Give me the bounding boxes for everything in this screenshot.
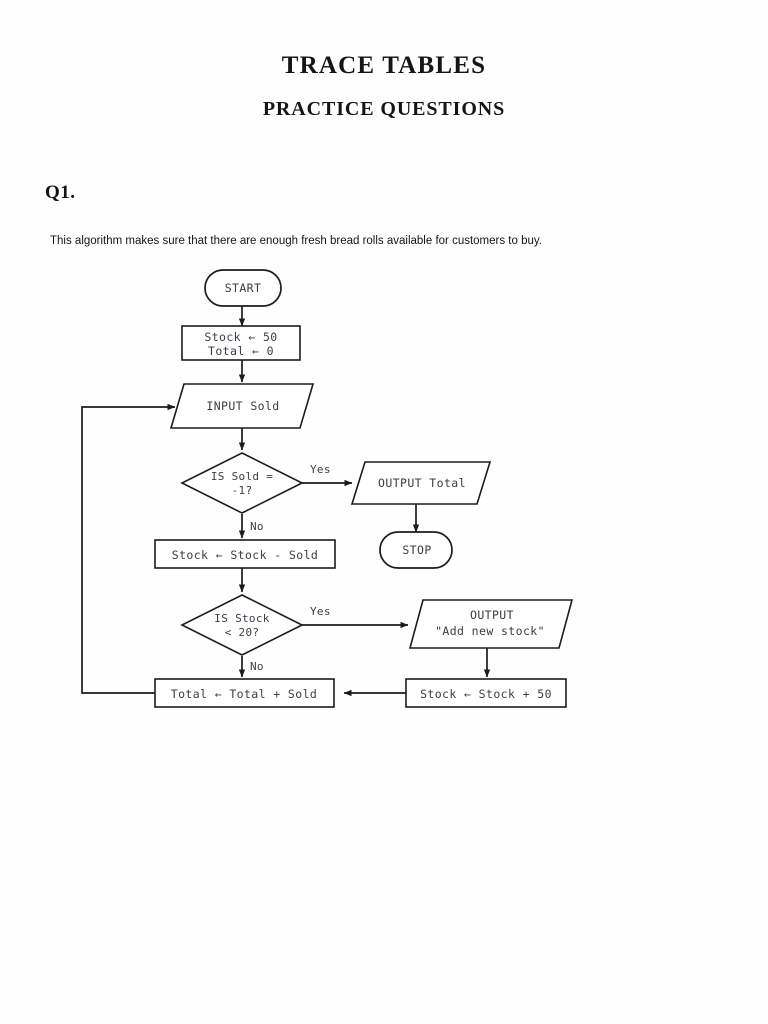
output-total-label: OUTPUT Total bbox=[378, 476, 466, 490]
decision-sold-no-label: No bbox=[250, 520, 264, 533]
node-input-sold: INPUT Sold bbox=[169, 383, 315, 429]
question-intro-text: This algorithm makes sure that there are… bbox=[50, 235, 542, 247]
initialise-shape bbox=[181, 325, 301, 361]
decision-sold-line2: -1? bbox=[232, 484, 253, 497]
question-number: Q1. bbox=[45, 182, 76, 203]
decision-stock-line1: IS Stock bbox=[214, 612, 269, 625]
connector-loop-back-to-input bbox=[81, 403, 176, 694]
stock-plus-label: Stock ← Stock + 50 bbox=[420, 687, 552, 701]
stop-label: STOP bbox=[402, 543, 431, 557]
flowchart-svg: START Stock ← 50 Total ← 0 INPUT Sold IS… bbox=[81, 269, 574, 708]
decision-sold-yes-label: Yes bbox=[310, 463, 331, 476]
stop-shape bbox=[379, 531, 453, 569]
start-shape bbox=[204, 269, 282, 307]
stock-minus-label: Stock ← Stock - Sold bbox=[172, 548, 318, 562]
decision-stock-shape bbox=[180, 594, 304, 656]
output-add-stock-line1: OUTPUT bbox=[470, 608, 514, 622]
node-initialise: Stock ← 50 Total ← 0 bbox=[181, 325, 301, 361]
input-sold-label: INPUT Sold bbox=[206, 399, 279, 413]
total-plus-shape bbox=[154, 678, 335, 708]
page-title: TRACE TABLES bbox=[281, 52, 487, 79]
page-subtitle: PRACTICE QUESTIONS bbox=[262, 98, 506, 120]
output-add-stock-line2: "Add new stock" bbox=[435, 624, 545, 638]
node-stop: STOP bbox=[379, 531, 453, 569]
initialise-line1: Stock ← 50 bbox=[204, 330, 277, 344]
total-plus-label: Total ← Total + Sold bbox=[171, 687, 317, 701]
node-output-add-stock: OUTPUT "Add new stock" bbox=[408, 599, 574, 649]
stock-plus-shape bbox=[405, 678, 567, 708]
start-label: START bbox=[225, 281, 262, 295]
node-output-total: OUTPUT Total bbox=[350, 461, 492, 505]
decision-stock-yes-label: Yes bbox=[310, 605, 331, 618]
node-total-plus-sold: Total ← Total + Sold bbox=[154, 678, 335, 708]
node-start: START bbox=[204, 269, 282, 307]
node-stock-plus-50: Stock ← Stock + 50 bbox=[405, 678, 567, 708]
node-decision-stock: IS Stock < 20? Yes No bbox=[180, 594, 331, 673]
flowchart-container: START Stock ← 50 Total ← 0 INPUT Sold IS… bbox=[60, 256, 680, 726]
output-add-stock-shape bbox=[408, 599, 574, 649]
decision-stock-line2: < 20? bbox=[225, 626, 260, 639]
decision-sold-line1: IS Sold = bbox=[211, 470, 273, 483]
initialise-line2: Total ← 0 bbox=[208, 344, 274, 358]
input-sold-shape bbox=[169, 383, 315, 429]
stock-minus-shape bbox=[154, 539, 336, 569]
output-total-shape bbox=[350, 461, 492, 505]
node-decision-sold: IS Sold = -1? Yes No bbox=[180, 452, 331, 533]
decision-sold-shape bbox=[180, 452, 304, 514]
decision-stock-no-label: No bbox=[250, 660, 264, 673]
node-stock-minus-sold: Stock ← Stock - Sold bbox=[154, 539, 336, 569]
